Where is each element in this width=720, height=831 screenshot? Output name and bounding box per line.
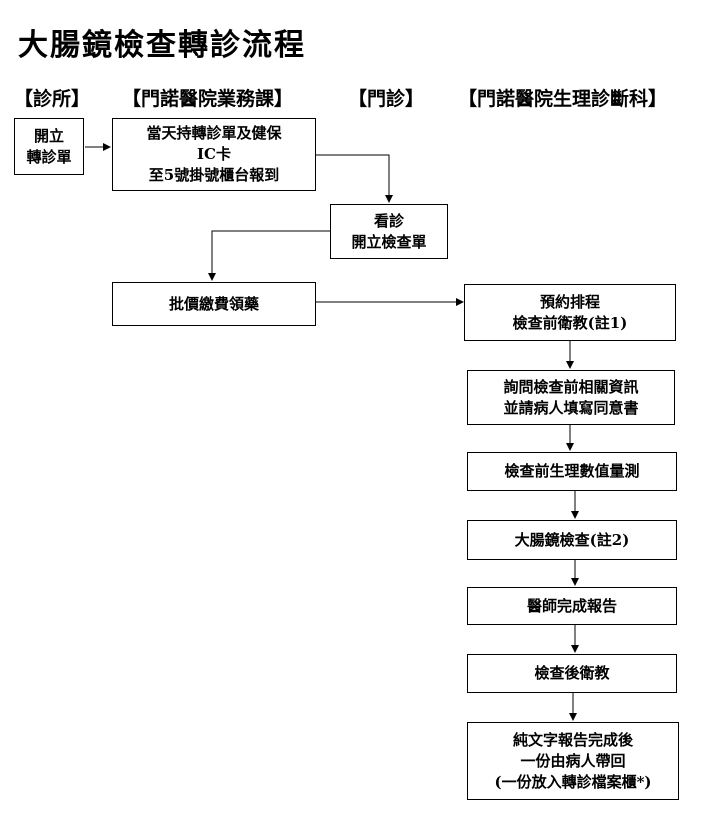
step-register-line-3: 至5號掛號櫃台報到 <box>148 166 280 184</box>
step-pay-line-1: 批價繳費領藥 <box>168 294 259 313</box>
lane-clinic: 【診所】 <box>14 88 91 110</box>
lane-business: 【門諾醫院業務課】 <box>122 88 294 110</box>
step-register: 當天持轉診單及健保 IC卡 至5號掛號櫃台報到 <box>112 118 316 191</box>
step-inquiry-line-1: 詢問檢查前相關資訊 <box>503 377 639 396</box>
step-final-line-1: 純文字報告完成後 <box>512 730 633 749</box>
step-measure: 檢查前生理數值量測 <box>467 452 677 491</box>
step-register-line-1: 當天持轉診單及健保 <box>146 124 282 142</box>
step-report: 醫師完成報告 <box>467 587 677 625</box>
lane-outpatient: 【門診】 <box>348 88 425 110</box>
step-consult: 看診 開立檢查單 <box>330 204 448 259</box>
step-schedule-line-1: 預約排程 <box>539 292 600 311</box>
step-referral-line-2: 轉診單 <box>26 147 72 166</box>
page-title: 大腸鏡檢查轉診流程 <box>18 28 306 63</box>
step-pay: 批價繳費領藥 <box>112 282 316 326</box>
step-aftercare-line-1: 檢查後衛教 <box>534 664 610 682</box>
step-inquiry-line-2: 並請病人填寫同意書 <box>503 398 639 417</box>
step-schedule-line-2: 檢查前衛教(註1) <box>512 313 628 332</box>
step-consult-line-2: 開立檢查單 <box>351 232 427 251</box>
step-final-line-3: (一份放入轉診檔案櫃*) <box>494 772 652 791</box>
step-register-line-2: IC卡 <box>197 145 231 163</box>
step-referral-line-1: 開立 <box>33 126 64 145</box>
step-measure-line-1: 檢查前生理數值量測 <box>504 462 640 480</box>
step-colonoscopy: 大腸鏡檢查(註2) <box>467 520 677 560</box>
step-final-line-2: 一份由病人帶回 <box>520 751 626 770</box>
step-final: 純文字報告完成後 一份由病人帶回 (一份放入轉診檔案櫃*) <box>467 722 679 800</box>
step-inquiry: 詢問檢查前相關資訊 並請病人填寫同意書 <box>467 370 675 425</box>
step-consult-line-1: 看診 <box>373 211 404 230</box>
arrow-consult-to-pay <box>208 230 330 281</box>
step-schedule: 預約排程 檢查前衛教(註1) <box>464 284 676 341</box>
lane-diagnostics: 【門諾醫院生理診斷科】 <box>458 88 668 110</box>
step-referral: 開立 轉診單 <box>14 118 84 175</box>
step-aftercare: 檢查後衛教 <box>467 654 677 693</box>
arrow-register-to-consult <box>316 154 393 203</box>
step-report-line-1: 醫師完成報告 <box>526 596 617 615</box>
step-colonoscopy-line-1: 大腸鏡檢查(註2) <box>514 530 630 549</box>
